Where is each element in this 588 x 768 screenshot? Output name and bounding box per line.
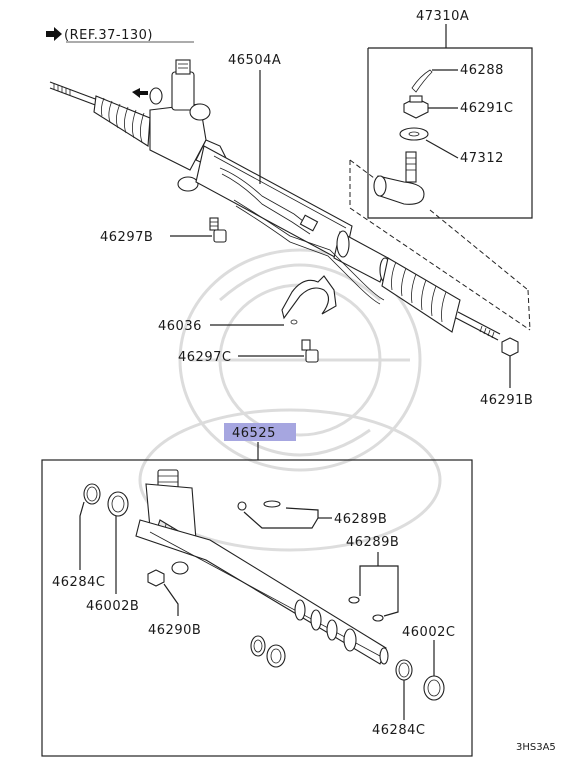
oil-seal-left <box>107 491 129 517</box>
callout-47310A[interactable]: 47310A <box>416 9 469 24</box>
callout-46289B-lower[interactable]: 46289B <box>346 535 399 550</box>
cotter-pin <box>411 69 433 93</box>
callout-46297B[interactable]: 46297B <box>100 230 153 245</box>
snap-ring-c <box>348 596 360 604</box>
seal-kit-box <box>41 459 473 757</box>
inner-seal-pair <box>250 635 286 668</box>
snap-ring-d <box>372 614 384 622</box>
right-arrow-icon <box>46 27 62 41</box>
rack-housing <box>195 145 391 283</box>
oil-seal-right <box>423 675 445 701</box>
o-ring-left <box>83 483 101 505</box>
snap-ring-b <box>263 500 281 508</box>
callout-46288[interactable]: 46288 <box>460 63 504 78</box>
bolt-46297C <box>301 339 319 363</box>
callout-46525-highlight <box>224 423 296 441</box>
washer <box>399 127 429 141</box>
figure-code: 3HS3A5 <box>516 742 556 753</box>
callout-46002B[interactable]: 46002B <box>86 599 139 614</box>
callout-46289B-upper[interactable]: 46289B <box>334 512 387 527</box>
lock-nut <box>501 337 519 357</box>
callout-46291C[interactable]: 46291C <box>460 101 513 116</box>
seal-kit-group: 46525 46284C 46002B 46289B 46289B <box>41 423 473 757</box>
callout-46036[interactable]: 46036 <box>158 319 202 334</box>
hydraulic-pipes <box>219 167 385 305</box>
bolt-46297B <box>209 217 227 243</box>
right-boot <box>381 257 461 333</box>
callout-46297C[interactable]: 46297C <box>178 350 231 365</box>
callout-46504A[interactable]: 46504A <box>228 53 281 68</box>
adjust-nut <box>147 569 165 587</box>
callout-46002C[interactable]: 46002C <box>402 625 455 640</box>
left-boot <box>93 95 151 147</box>
snap-ring-a <box>237 501 247 511</box>
callout-47312[interactable]: 47312 <box>460 151 504 166</box>
reference-text: (REF.37-130) <box>64 28 153 43</box>
callout-46291B[interactable]: 46291B <box>480 393 533 408</box>
o-ring-right <box>395 659 413 681</box>
callout-46284C-right[interactable]: 46284C <box>372 723 425 738</box>
rack-assembly <box>135 469 389 665</box>
direction-arrow-icon <box>132 88 148 98</box>
callout-46290B[interactable]: 46290B <box>148 623 201 638</box>
callout-46525[interactable]: 46525 <box>232 426 276 441</box>
mounting-bracket <box>281 275 337 325</box>
callout-46284C-left[interactable]: 46284C <box>52 575 105 590</box>
castle-nut <box>403 95 429 119</box>
steering-gear-assembly: 46291B 46504A 46297B 46036 46297C <box>49 53 533 408</box>
tie-rod-end-group: 47310A 46288 46291C 47312 <box>349 9 533 331</box>
tie-rod-end <box>373 151 425 205</box>
reference-note[interactable]: (REF.37-130) <box>46 27 194 43</box>
